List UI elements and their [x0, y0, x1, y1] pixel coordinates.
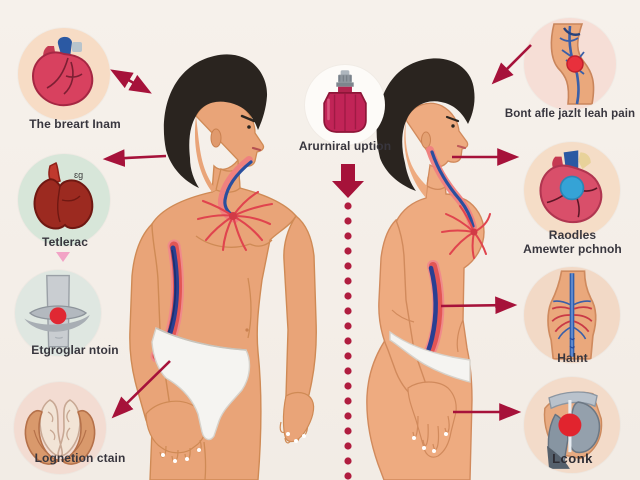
callout-bone-joint — [15, 270, 101, 356]
spine-back-icon — [547, 270, 597, 360]
callout-label-raodles-line1: Raodles — [548, 228, 597, 242]
callout-tincture-bottle — [305, 65, 385, 145]
female-profile-figure — [366, 58, 491, 480]
shoulder-joint-icon — [543, 391, 603, 469]
tincture-bottle-icon — [323, 70, 367, 133]
callout-label-raodles-line2: Amewter pchnoh — [523, 242, 622, 256]
callout-label-bont: Bont afle jazlt leah pain — [504, 108, 636, 120]
elbow-vein-icon — [550, 23, 595, 105]
callout-anterior-heart — [18, 28, 110, 120]
hands-holding-organ-icon — [24, 399, 96, 465]
callout-label-etgroglar: Etgroglar ntoin — [31, 343, 119, 357]
male-profile-figure — [129, 54, 317, 480]
callout-label-breart: The breart Inam — [29, 117, 121, 131]
dark-heart-organ-icon: ɛg — [33, 161, 94, 230]
bone-joint-icon — [24, 274, 90, 348]
callout-label-arurniral: Arurniral uption — [298, 139, 392, 153]
anterior-heart-icon — [31, 36, 94, 107]
callout-shoulder-joint — [524, 377, 620, 473]
callout-dark-heart: ɛg — [18, 154, 110, 246]
callout-label-halnt: Halnt — [557, 351, 588, 365]
organ-note-text: ɛg — [74, 170, 83, 180]
callout-heart-blue-dot — [524, 142, 620, 238]
callout-spine-back — [524, 267, 620, 363]
callout-hands-organ — [14, 382, 106, 474]
callout-label-lconk: Lconk — [552, 451, 593, 466]
callout-label-lognetion: Lognetion ctain — [34, 451, 126, 465]
callout-elbow-vein — [524, 18, 616, 110]
callout-label-tetlerac: Tetlerac — [42, 235, 88, 249]
heart-blue-dot-icon — [539, 150, 603, 224]
